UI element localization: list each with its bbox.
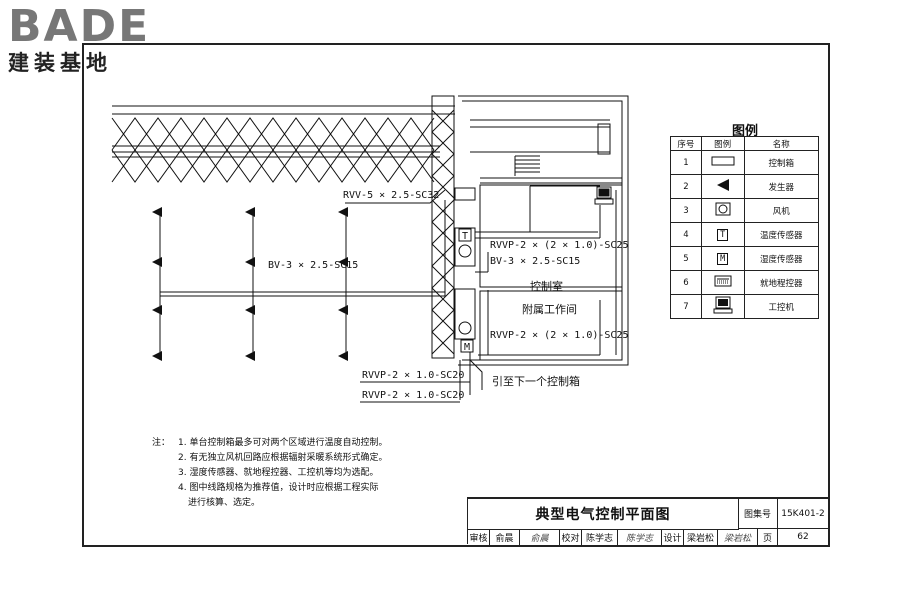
label-rvvp-sc20-a: RVVP-2 × 1.0-SC20 <box>362 370 464 381</box>
legend-header-name: 名称 <box>743 136 820 151</box>
legend-table: 序号 图例 名称 1 控制箱 2 发生器 3 风机 4 T 温度传感器 5 M … <box>670 136 820 319</box>
label-bv-sc15-left: BV-3 × 2.5-SC15 <box>268 260 358 271</box>
legend-name: 工控机 <box>743 294 820 319</box>
page-label: 页 <box>758 529 778 546</box>
staircase <box>514 155 540 176</box>
title-block: 典型电气控制平面图 图集号 15K401-2 审核 俞晨 俞晨 校对 陈学志 陈… <box>467 497 829 546</box>
drawing-frame <box>82 43 830 547</box>
note-item: 4. 图中线路规格为推荐值，设计时应根据工程实际 <box>178 483 379 493</box>
label-rvvp-sc20-b: RVVP-2 × 1.0-SC20 <box>362 390 464 401</box>
reviewer-name: 俞晨 <box>490 529 520 546</box>
fan-icon <box>700 198 745 223</box>
legend-row: 3 风机 <box>670 198 820 223</box>
label-bv-sc15-right: BV-3 × 2.5-SC15 <box>490 256 580 267</box>
legend-no: 4 <box>670 222 702 247</box>
humidity-sensor-icon: M <box>700 246 745 271</box>
review-label: 审核 <box>468 529 490 546</box>
control-box <box>454 187 476 201</box>
legend-row: 6 就地程控器 <box>670 270 820 295</box>
legend-no: 3 <box>670 198 702 223</box>
legend-row: 2 发生器 <box>670 174 820 199</box>
wall-column <box>431 95 455 359</box>
drawing-title: 典型电气控制平面图 <box>468 499 739 530</box>
label-rvv-sc32: RVV-5 × 2.5-SC32 <box>343 190 439 201</box>
label-rvvp-sc25-top: RVVP-2 × (2 × 1.0)-SC25 <box>490 240 628 251</box>
designer-signature: 梁岩松 <box>718 529 758 546</box>
generator-symbols <box>152 207 348 361</box>
legend-name: 发生器 <box>743 174 820 199</box>
legend-name: 就地程控器 <box>743 270 820 295</box>
label-aux-room: 附属工作间 <box>522 302 577 316</box>
note-item: 1. 单台控制箱最多可对两个区域进行温度自动控制。 <box>178 438 388 448</box>
label-control-room: 控制室 <box>530 279 563 293</box>
legend-header-symbol: 图例 <box>700 136 745 151</box>
logo-sub-text: 建装基地 <box>8 51 112 75</box>
page-number: 62 <box>778 529 829 546</box>
atlas-label: 图集号 <box>738 499 778 529</box>
notes-label: 注： <box>152 438 171 448</box>
legend-row: 5 M 湿度传感器 <box>670 246 820 271</box>
notes: 注： 1. 单台控制箱最多可对两个区域进行温度自动控制。 2. 有无独立风机回路应… <box>152 436 387 511</box>
keypad-icon <box>700 270 745 295</box>
legend-row: 7 工控机 <box>670 294 820 319</box>
control-room-outline <box>479 184 623 288</box>
zigzag-truss <box>111 117 435 151</box>
checker-name: 陈学志 <box>582 529 618 546</box>
legend-name: 控制箱 <box>743 150 820 175</box>
temp-sensor-symbol: T <box>462 231 468 242</box>
computer-icon <box>700 294 745 319</box>
design-label: 设计 <box>662 529 684 546</box>
legend-row: 1 控制箱 <box>670 150 820 175</box>
checker-signature: 陈学志 <box>618 529 662 546</box>
logo-main-text: BADE <box>8 1 151 52</box>
legend-no: 6 <box>670 270 702 295</box>
sensors <box>458 228 474 353</box>
note-item: 3. 湿度传感器、就地程控器、工控机等均为选配。 <box>178 468 379 478</box>
label-lead-next: 引至下一个控制箱 <box>492 374 580 388</box>
legend-name: 温度传感器 <box>743 222 820 247</box>
legend-name: 风机 <box>743 198 820 223</box>
legend-no: 5 <box>670 246 702 271</box>
legend-no: 2 <box>670 174 702 199</box>
control-box-icon <box>700 150 745 175</box>
atlas-number: 15K401-2 <box>778 499 829 529</box>
computer-symbol <box>594 186 614 205</box>
note-item: 2. 有无独立风机回路应根据辐射采暖系统形式确定。 <box>178 453 388 463</box>
note-item: 进行核算、选定。 <box>188 498 261 508</box>
label-rvvp-sc25-bottom: RVVP-2 × (2 × 1.0)-SC25 <box>490 330 628 341</box>
reviewer-signature: 俞晨 <box>520 529 560 546</box>
generator-icon <box>700 174 745 199</box>
humidity-sensor-symbol: M <box>464 342 470 353</box>
legend-name: 湿度传感器 <box>743 246 820 271</box>
legend-no: 1 <box>670 150 702 175</box>
legend-row: 4 T 温度传感器 <box>670 222 820 247</box>
legend-no: 7 <box>670 294 702 319</box>
legend-header-no: 序号 <box>670 136 702 151</box>
designer-name: 梁岩松 <box>684 529 718 546</box>
check-label: 校对 <box>560 529 582 546</box>
aux-room-outline <box>479 290 623 361</box>
legend-title: 图例 <box>731 124 758 139</box>
logo: BADE 建装基地 <box>8 4 150 76</box>
temperature-sensor-icon: T <box>700 222 745 247</box>
